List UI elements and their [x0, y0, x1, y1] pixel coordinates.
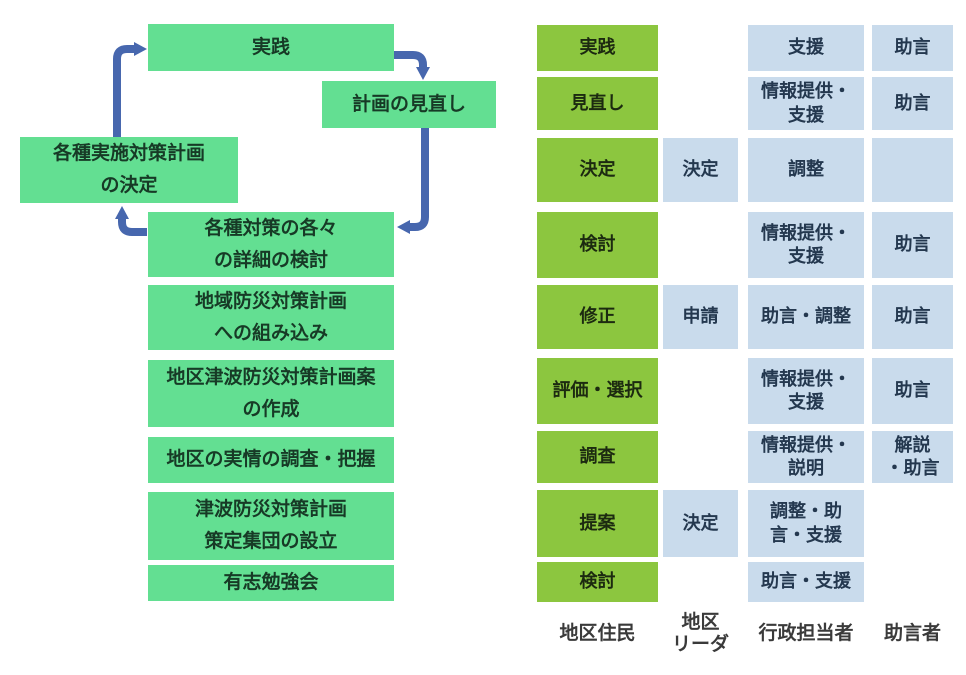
matrix-cell-admin-info-support: 情報提供・ 支援 [748, 212, 864, 278]
matrix-cell-advisor-advice: 助言 [872, 285, 953, 349]
flow-box-draft-creation: 地区津波防災対策計画案 の作成 [148, 360, 394, 427]
matrix-cell-resident-study: 検討 [537, 562, 658, 602]
flow-box-study-group: 有志勉強会 [148, 565, 394, 601]
column-label-advisor: 助言者 [883, 623, 941, 645]
matrix-cell-leader-decision: 決定 [663, 490, 738, 557]
column-label-residents: 地区住民 [559, 623, 636, 645]
flow-box-practice: 実践 [148, 24, 394, 71]
flow-box-group-founding: 津波防災対策計画 策定集団の設立 [148, 492, 394, 560]
matrix-cell-advisor-advice: 助言 [872, 25, 953, 71]
matrix-cell-advisor-blank [872, 138, 953, 202]
matrix-cell-advisor-advice: 助言 [872, 358, 953, 424]
matrix-cell-resident-review: 見直し [537, 77, 658, 130]
flow-box-detail-study: 各種対策の各々 の詳細の検討 [148, 212, 394, 277]
flow-box-plan-review: 計画の見直し [322, 81, 496, 128]
matrix-cell-admin-support: 支援 [748, 25, 864, 71]
matrix-cell-resident-evaluation: 評価・選択 [537, 358, 658, 424]
matrix-cell-admin-info-support: 情報提供・ 支援 [748, 358, 864, 424]
flow-box-local-survey: 地区の実情の調査・把握 [148, 437, 394, 483]
matrix-cell-resident-decision: 決定 [537, 138, 658, 202]
matrix-cell-admin-coordination-advice-support: 調整・助 言・支援 [748, 490, 864, 557]
arrow-practice-to-review [394, 51, 430, 80]
matrix-cell-advisor-advice: 助言 [872, 212, 953, 278]
column-label-admin: 行政担当者 [758, 623, 854, 645]
matrix-cell-resident-study: 検討 [537, 212, 658, 278]
matrix-cell-advisor-explanation-advice: 解説 ・助言 [872, 431, 953, 483]
arrow-review-to-detail-study [397, 128, 429, 234]
matrix-cell-resident-proposal: 提案 [537, 490, 658, 557]
matrix-cell-leader-decision: 決定 [663, 138, 738, 202]
matrix-cell-leader-application: 申請 [663, 285, 738, 349]
matrix-cell-admin-coordination: 調整 [748, 138, 864, 202]
matrix-cell-admin-advice-coordination: 助言・調整 [748, 285, 864, 349]
flow-box-plan-decision: 各種実施対策計画 の決定 [20, 137, 238, 203]
matrix-cell-resident-survey: 調査 [537, 431, 658, 483]
arrow-decision-to-practice [113, 42, 147, 139]
matrix-cell-resident-revision: 修正 [537, 285, 658, 349]
matrix-cell-admin-advice-support: 助言・支援 [748, 562, 864, 602]
matrix-cell-admin-info-support: 情報提供・ 支援 [748, 77, 864, 130]
matrix-cell-resident-practice: 実践 [537, 25, 658, 71]
flow-box-incorporation: 地域防災対策計画 への組み込み [148, 285, 394, 350]
column-label-leader: 地区 リーダ [671, 612, 729, 655]
matrix-cell-advisor-advice: 助言 [872, 77, 953, 130]
matrix-cell-admin-info-explanation: 情報提供・ 説明 [748, 431, 864, 483]
arrow-detail-study-to-decision [115, 206, 147, 236]
